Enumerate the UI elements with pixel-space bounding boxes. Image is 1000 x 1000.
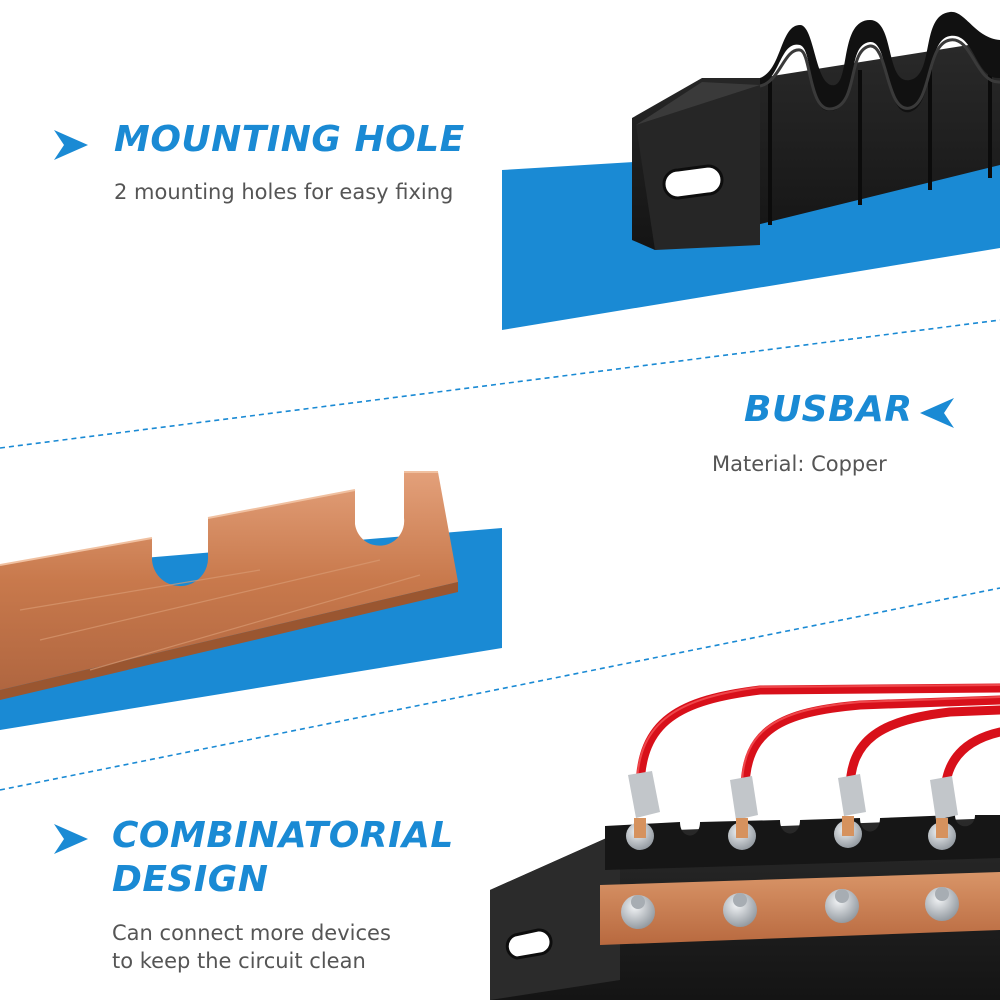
mounting-hole-icon xyxy=(662,164,724,200)
combinatorial-heading-line-1: COMBINATORIAL xyxy=(112,815,454,856)
mounting-hole-description: 2 mounting holes for easy fixing xyxy=(114,180,454,204)
chevron-right-icon xyxy=(54,130,88,160)
mounting-block-photo xyxy=(632,11,1000,250)
dashed-divider-top xyxy=(0,319,1000,449)
busbar-description: Material: Copper xyxy=(712,452,887,476)
dashed-divider-bottom xyxy=(0,587,1000,791)
base-mounting-hole-icon xyxy=(505,928,553,960)
combinatorial-description-line-1: Can connect more devices xyxy=(112,921,391,945)
combinatorial-heading-line-2: DESIGN xyxy=(112,859,269,900)
terminal-block-photo xyxy=(490,683,1000,1000)
busbar-heading: BUSBAR xyxy=(744,389,913,430)
copper-busbar-photo xyxy=(0,471,458,700)
mounting-hole-heading: MOUNTING HOLE xyxy=(114,119,465,160)
chevron-left-icon xyxy=(920,398,954,428)
combinatorial-description-line-2: to keep the circuit clean xyxy=(112,949,366,973)
chevron-right-icon xyxy=(54,824,88,854)
